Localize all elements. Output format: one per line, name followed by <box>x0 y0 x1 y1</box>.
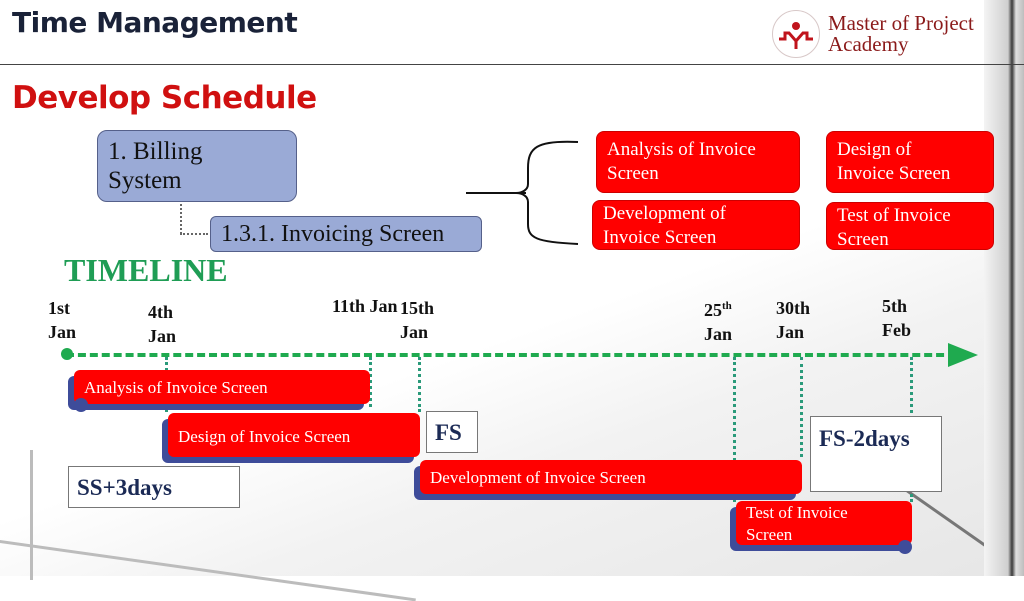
relationship-label-fs-lag: FS-2days <box>810 416 942 492</box>
gantt-bar-label: Test of Invoice <box>746 503 848 522</box>
date-line: 1st <box>48 298 70 318</box>
gantt-bar-label: Screen <box>746 525 793 544</box>
date-label: 30th Jan <box>776 296 810 344</box>
date-label: 5th Feb <box>882 294 911 342</box>
brand-logo: Master of Project Academy <box>772 10 974 58</box>
header-divider <box>0 64 1024 65</box>
date-label: 11th Jan <box>332 294 398 318</box>
logo-icon <box>772 10 820 58</box>
timeline-start-dot <box>61 348 73 360</box>
date-line: Jan <box>704 324 733 344</box>
date-line: 11th Jan <box>332 296 398 316</box>
activity-design: Design of Invoice Screen <box>826 131 994 193</box>
relationship-label-ss: SS+3days <box>68 466 240 508</box>
logo-text: Master of Project Academy <box>828 13 974 55</box>
activity-label: Invoice Screen <box>837 163 951 184</box>
timeline-axis <box>66 353 956 357</box>
gantt-bar-design: Design of Invoice Screen <box>168 413 420 457</box>
page-title: Develop Schedule <box>12 80 317 116</box>
date-label: 15th Jan <box>400 296 434 344</box>
date-guide-line <box>733 357 736 502</box>
activity-label: Screen <box>607 163 659 184</box>
activity-test: Test of Invoice Screen <box>826 202 994 250</box>
wbs-parent-node: 1. Billing System <box>97 130 297 202</box>
gantt-bar-analysis: Analysis of Invoice Screen <box>74 370 370 404</box>
start-marker <box>74 398 88 412</box>
wbs-connector <box>180 233 208 235</box>
date-label: 25th Jan <box>704 294 732 346</box>
gantt-bar-test: Test of Invoice Screen <box>736 501 912 545</box>
timeline-heading: TIMELINE <box>64 252 228 288</box>
date-label: 1st Jan <box>48 296 76 344</box>
logo-line-1: Master of Project <box>828 11 974 35</box>
gantt-bar-label: Analysis of Invoice Screen <box>84 378 268 397</box>
wbs-parent-line-2: System <box>108 167 182 194</box>
date-line: Jan <box>400 322 429 342</box>
activity-label: Development of <box>603 203 726 224</box>
activity-development: Development of Invoice Screen <box>592 200 800 250</box>
date-line: 30th <box>776 298 811 318</box>
brace-connector <box>466 140 579 245</box>
date-line: Jan <box>148 326 177 346</box>
activity-label: Test of Invoice <box>837 205 951 226</box>
relationship-label-fs: FS <box>426 411 478 453</box>
header-title: Time Management <box>12 6 298 39</box>
date-guide-line <box>800 357 803 457</box>
background-decoration <box>984 0 1024 576</box>
date-line: 4th <box>148 302 174 322</box>
wbs-connector <box>180 204 182 234</box>
date-line: Feb <box>882 320 911 340</box>
background-decoration <box>30 450 33 580</box>
activity-label: Design of <box>837 139 912 160</box>
arrow-right-icon <box>948 343 978 367</box>
wbs-child-node: 1.3.1. Invoicing Screen <box>210 216 482 252</box>
gantt-bar-label: Design of Invoice Screen <box>178 427 351 446</box>
logo-line-2: Academy <box>828 32 909 56</box>
date-label: 4th Jan <box>148 300 176 348</box>
date-guide-line <box>369 357 372 407</box>
gantt-bar-label: Development of Invoice Screen <box>430 468 646 487</box>
activity-label: Invoice Screen <box>603 227 717 248</box>
date-line: 5th <box>882 296 908 316</box>
date-line: 25 <box>704 300 722 320</box>
wbs-parent-line-1: 1. Billing <box>108 138 203 165</box>
date-suffix: th <box>722 300 732 312</box>
activity-analysis: Analysis of Invoice Screen <box>596 131 800 193</box>
activity-label: Screen <box>837 229 889 250</box>
date-line: 15th <box>400 298 435 318</box>
date-line: Jan <box>776 322 805 342</box>
date-guide-line <box>418 357 421 412</box>
gantt-bar-development: Development of Invoice Screen <box>420 460 802 494</box>
activity-label: Analysis of Invoice <box>607 139 756 160</box>
date-line: Jan <box>48 322 77 342</box>
end-marker <box>898 540 912 554</box>
